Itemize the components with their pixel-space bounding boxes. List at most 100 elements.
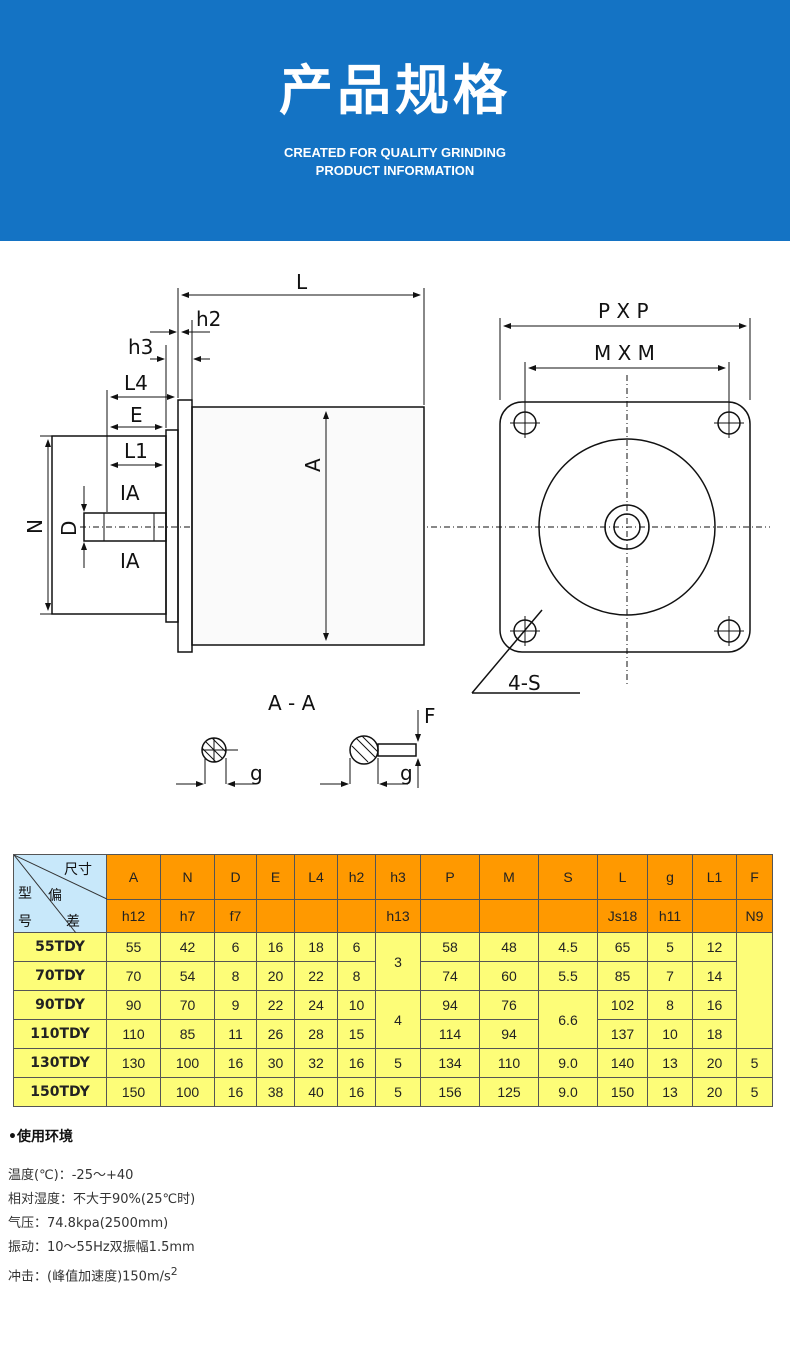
model-cell: 130TDY <box>13 1048 107 1078</box>
label-E: E <box>130 403 143 427</box>
env-humidity: 相对湿度：不大于90%(25℃时) <box>8 1192 196 1207</box>
model-cell: 55TDY <box>13 932 107 962</box>
cell-N: 85 <box>160 1019 215 1049</box>
cell-g: 5 <box>647 932 693 962</box>
environment-title: •使用环境 <box>8 1129 73 1145</box>
cell-A: 70 <box>106 961 161 991</box>
cell-g: 10 <box>647 1019 693 1049</box>
label-PXP: P X P <box>598 299 649 323</box>
cell-A: 110 <box>106 1019 161 1049</box>
env-pressure: 气压：74.8kpa(2500mm) <box>8 1216 169 1231</box>
col-L4: L4 <box>294 854 338 900</box>
cell-D: 8 <box>214 961 257 991</box>
label-IA-bottom: IA <box>120 549 140 573</box>
section-view <box>176 710 421 788</box>
front-view-labels: P X P M X M 4-S <box>508 299 655 695</box>
cell-F: 5 <box>736 1077 773 1107</box>
corner-label-cha: 差 <box>66 914 80 930</box>
corner-label-hao: 号 <box>18 914 32 930</box>
cell-M: 48 <box>479 932 539 962</box>
cell-F: 5 <box>736 1048 773 1078</box>
tol-F: N9 <box>736 899 773 933</box>
label-h3: h3 <box>128 335 153 359</box>
label-g-left: g <box>250 761 263 785</box>
col-S: S <box>538 854 598 900</box>
tol-L1 <box>692 899 737 933</box>
env-shock-text: 冲击：(峰值加速度)150m/s <box>8 1269 171 1285</box>
tol-E <box>256 899 295 933</box>
label-L: L <box>296 270 308 294</box>
dimension-drawing: L h2 h3 L4 E L1 IA IA N D A <box>23 270 770 788</box>
cell-M: 94 <box>479 1019 539 1049</box>
cell-P: 156 <box>420 1077 480 1107</box>
cell-h3: 4 <box>375 990 421 1049</box>
cell-D: 16 <box>214 1048 257 1078</box>
tol-P <box>420 899 480 933</box>
cell-g: 13 <box>647 1077 693 1107</box>
cell-h2: 6 <box>337 932 376 962</box>
cell-L: 65 <box>597 932 648 962</box>
corner-label-pian: 偏 <box>48 888 62 904</box>
cell-L: 137 <box>597 1019 648 1049</box>
col-L1: L1 <box>692 854 737 900</box>
cell-S: 5.5 <box>538 961 598 991</box>
cell-M: 125 <box>479 1077 539 1107</box>
cell-L1: 12 <box>692 932 737 962</box>
label-D: D <box>57 521 81 536</box>
tol-A: h12 <box>106 899 161 933</box>
cell-N: 70 <box>160 990 215 1020</box>
cell-E: 20 <box>256 961 295 991</box>
cell-L4: 40 <box>294 1077 338 1107</box>
page-title: 产品规格 <box>279 59 511 122</box>
model-cell: 70TDY <box>13 961 107 991</box>
col-N: N <box>160 854 215 900</box>
model-cell: 110TDY <box>13 1019 107 1049</box>
section-view-labels: A - A F g g <box>250 691 436 785</box>
table-row: 55TDY 55 42 6 16 18 6 3 58 48 4.5 65 5 1… <box>13 932 773 1049</box>
cell-g: 7 <box>647 961 693 991</box>
cell-h2: 16 <box>337 1077 376 1107</box>
col-D: D <box>214 854 257 900</box>
cell-L: 140 <box>597 1048 648 1078</box>
label-h2: h2 <box>196 307 221 331</box>
cell-L: 102 <box>597 990 648 1020</box>
label-MXM: M X M <box>594 341 655 365</box>
spec-table: 尺寸 偏 差 型 号 A N D E L4 h2 h3 P M S L g L1… <box>13 854 773 1107</box>
cell-M: 76 <box>479 990 539 1020</box>
label-A: A <box>301 458 325 472</box>
cell-L4: 24 <box>294 990 338 1020</box>
cell-L: 150 <box>597 1077 648 1107</box>
cell-P: 114 <box>420 1019 480 1049</box>
cell-N: 100 <box>160 1077 215 1107</box>
cell-D: 16 <box>214 1077 257 1107</box>
cell-h3: 3 <box>375 932 421 991</box>
label-L1: L1 <box>124 439 148 463</box>
label-F: F <box>424 704 436 728</box>
cell-h3: 5 <box>375 1077 421 1107</box>
cell-P: 58 <box>420 932 480 962</box>
cell-E: 22 <box>256 990 295 1020</box>
col-g: g <box>647 854 693 900</box>
cell-M: 60 <box>479 961 539 991</box>
cell-h2: 10 <box>337 990 376 1020</box>
cell-g: 8 <box>647 990 693 1020</box>
cell-A: 150 <box>106 1077 161 1107</box>
cell-S: 9.0 <box>538 1077 598 1107</box>
cell-N: 100 <box>160 1048 215 1078</box>
cell-A: 55 <box>106 932 161 962</box>
cell-N: 54 <box>160 961 215 991</box>
corner-header: 尺寸 偏 差 型 号 <box>13 854 107 933</box>
cell-L4: 18 <box>294 932 338 962</box>
cell-M: 110 <box>479 1048 539 1078</box>
front-view <box>471 318 751 694</box>
cell-P: 74 <box>420 961 480 991</box>
tol-N: h7 <box>160 899 215 933</box>
col-M: M <box>479 854 539 900</box>
table-row: 110TDY 110 85 11 26 28 15 114 94 137 10 … <box>13 1019 773 1049</box>
cell-L4: 22 <box>294 961 338 991</box>
subtitle-line-1: CREATED FOR QUALITY GRINDING <box>284 145 506 160</box>
cell-P: 94 <box>420 990 480 1020</box>
cell-E: 26 <box>256 1019 295 1049</box>
table-row: 70TDY 70 54 8 20 22 8 74 60 5.5 85 7 14 <box>13 961 773 991</box>
label-IA-top: IA <box>120 481 140 505</box>
